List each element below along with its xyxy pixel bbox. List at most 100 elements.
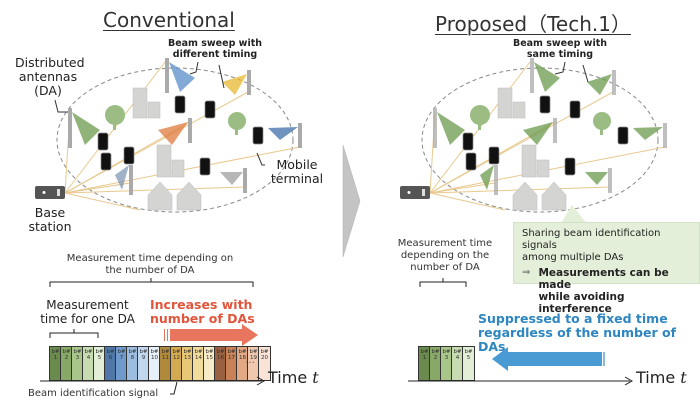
tree-icons [105, 105, 246, 135]
beam-signal-block-label: b#10 [150, 349, 159, 361]
beam-signal-block-label: b#4 [453, 349, 462, 361]
beam-signal-block: b#2 [430, 347, 441, 380]
base-station-icon [35, 186, 65, 199]
leader-line-mobile [256, 152, 265, 166]
beam-signal-block: b#18 [237, 347, 248, 380]
building-icons [132, 87, 202, 211]
time-word-left: Time [268, 368, 308, 387]
time-axis-label-right: Time t [636, 368, 687, 387]
beam-signal-block-label: b#3 [73, 349, 82, 361]
beam-signal-block-label: b#8 [128, 349, 137, 361]
base-label-line-1: Base [34, 205, 66, 220]
beam-signal-block-label: b#20 [260, 349, 269, 361]
note-bold-line-1: Measurements can be made [538, 267, 669, 291]
coverage-area-outline [421, 67, 659, 213]
beam-signal-block: b#5 [94, 347, 105, 380]
beam-signal-block: b#4 [452, 347, 463, 380]
sharing-note-box: Sharing beam identification signals amon… [513, 222, 700, 315]
base-station-icon [400, 186, 430, 199]
beam-signal-block-label: b#16 [216, 349, 225, 361]
beam-sweep-same-label: Beam sweep with same timing [510, 38, 610, 60]
da-label-line-2: antennas [18, 69, 78, 84]
da-label-line-1: Distributed [15, 55, 85, 70]
conventional-network-diagram [35, 58, 302, 213]
proposed-title: Proposed（Tech.1） [435, 12, 631, 36]
beam-signal-block: b#13 [182, 347, 193, 380]
proposed-network-diagram [400, 58, 667, 213]
beam-signal-block-label: b#13 [183, 349, 192, 361]
beam-signal-block: b#1 [50, 347, 61, 380]
mobile-label-line-2: terminal [270, 171, 324, 186]
measurement-total-label-left: Measurement time depending on the number… [60, 253, 240, 277]
measurement-total-label-right: Measurement time depending on the number… [390, 238, 500, 274]
beam-signal-block-label: b#15 [205, 349, 214, 361]
leader-line-da [54, 99, 68, 113]
da-label-line-3: (DA) [34, 83, 62, 98]
beam-signal-block: b#20 [259, 347, 270, 380]
beam-signal-block: b#8 [127, 347, 138, 380]
beam-signal-block-label: b#2 [431, 349, 440, 361]
time-axis-left [40, 376, 266, 386]
suppressed-note: Suppressed to a fixed time regardless of… [478, 312, 700, 354]
measurement-total-line-1: Measurement time depending on [66, 253, 234, 264]
beam-signal-block: b#17 [226, 347, 237, 380]
time-var-left: t [312, 368, 319, 387]
beam-signal-block: b#14 [193, 347, 204, 380]
conventional-title: Conventional [103, 8, 235, 32]
leader-line-beam-2 [218, 64, 225, 89]
measurement-one-line-1: Measurement [46, 298, 129, 312]
measurement-right-line-2: depending on the [400, 250, 490, 261]
increase-note: Increases with number of DAs [150, 298, 255, 326]
note-bold-line-2: while avoiding interference [538, 291, 625, 315]
beam-signal-block-label: b#5 [464, 349, 473, 361]
beam-sweep-line-2: different timing [172, 49, 258, 60]
beam-sweep-different-label: Beam sweep with different timing [165, 38, 265, 60]
beam-signal-block-label: b#3 [442, 349, 451, 361]
base-station-label: Base station [25, 206, 75, 234]
measurement-total-line-2: the number of DA [105, 265, 195, 276]
beam-signal-block-label: b#9 [139, 349, 148, 361]
distributed-antenna-icons [68, 58, 302, 195]
total-brace [49, 278, 254, 287]
beam-signal-block: b#4 [83, 347, 94, 380]
beam-signal-block-label: b#4 [84, 349, 93, 361]
beam-sweep-same-line-1: Beam sweep with [512, 38, 608, 49]
beam-signal-block: b#19 [248, 347, 259, 380]
beam-signal-block: b#12 [171, 347, 182, 380]
measurement-right-line-1: Measurement time [397, 238, 493, 249]
time-axis-right [408, 376, 634, 386]
beam-signal-block-label: b#19 [249, 349, 258, 361]
distributed-antennas-label: Distributed antennas (DA) [15, 55, 85, 98]
mobile-terminal-icons [462, 95, 629, 176]
beam-signal-block-label: b#7 [117, 349, 126, 361]
implies-icon: ⇒ [522, 267, 531, 278]
beam-signal-block: b#2 [61, 347, 72, 380]
beam-id-leader [170, 382, 178, 395]
time-word-right: Time [636, 368, 676, 387]
leader-line-beam-1 [189, 61, 199, 75]
distributed-antenna-icons [433, 58, 667, 195]
beam-signal-block: b#5 [463, 347, 474, 380]
mobile-label-line-1: Mobile [276, 157, 318, 172]
measurement-one-da-label: Measurement time for one DA [30, 298, 145, 326]
beam-signal-block-label: b#18 [238, 349, 247, 361]
beam-signal-block-label: b#6 [106, 349, 115, 361]
time-axis-label-left: Time t [268, 368, 319, 387]
suppress-arrow-icon [492, 347, 605, 371]
mobile-terminal-icons [97, 95, 264, 176]
beam-signal-block-label: b#1 [51, 349, 60, 361]
beam-signal-block-label: b#2 [62, 349, 71, 361]
beam-sweep-line-1: Beam sweep with [167, 38, 263, 49]
beam-signal-block: b#11 [160, 347, 171, 380]
beam-signal-block-label: b#14 [194, 349, 203, 361]
beam-signal-block-label: b#17 [227, 349, 236, 361]
beam-signal-block: b#1 [419, 347, 430, 380]
measurement-right-line-3: number of DA [410, 262, 480, 273]
beam-signal-block-label: b#12 [172, 349, 181, 361]
base-label-line-2: station [28, 219, 72, 234]
beam-signal-block: b#3 [72, 347, 83, 380]
beam-sweep-same-line-2: same timing [526, 49, 594, 60]
note-line-1: Sharing beam identification signals [522, 228, 661, 251]
transition-arrow-icon [342, 144, 361, 258]
